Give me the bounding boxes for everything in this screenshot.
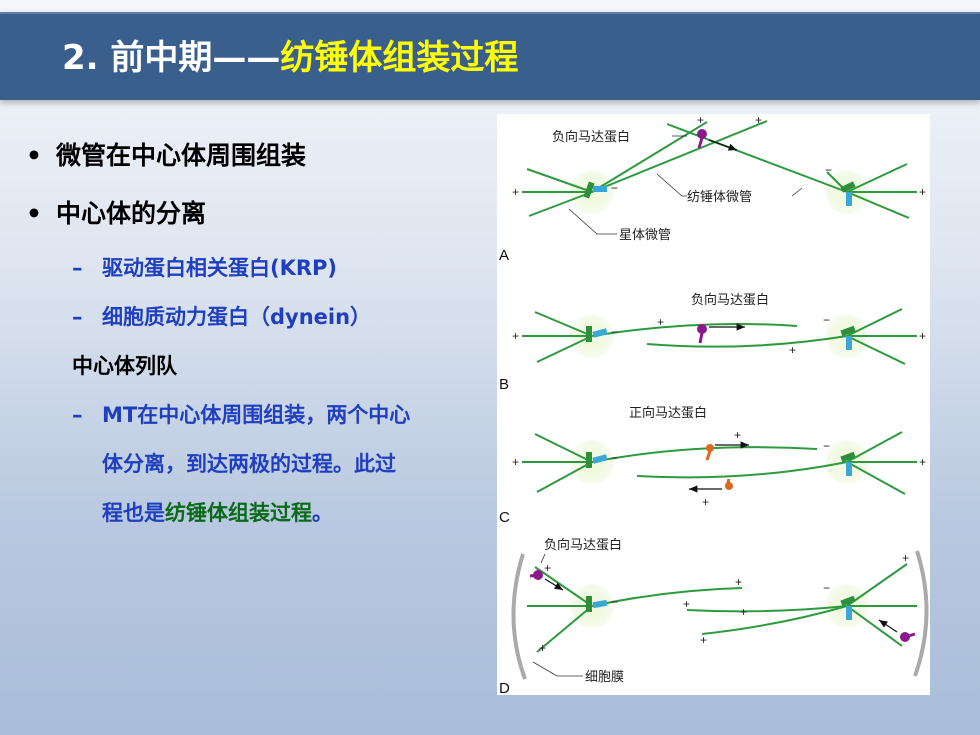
svg-text:+: + [512, 185, 519, 199]
sub-item-dynein: –细胞质动力蛋白（dynein） [72, 301, 371, 333]
spindle-assembly-figure: 负向马达蛋白 纺锤体微管 星体微管 + + + − − + A [497, 114, 930, 695]
svg-text:+: + [702, 495, 709, 509]
svg-text:+: + [683, 597, 690, 611]
dash-icon: – [72, 256, 83, 280]
minus-motor-protein-icon [697, 129, 707, 139]
svg-text:+: + [789, 343, 796, 357]
svg-text:−: − [823, 581, 830, 595]
cell-membrane-left [511, 553, 527, 680]
sub-text-krp: 驱动蛋白相关蛋白(KRP) [102, 256, 338, 280]
minus-motor-protein-icon [697, 324, 707, 334]
plain-text-centrosome-alignment: 中心体列队 [72, 354, 177, 378]
dash-icon: – [72, 305, 83, 329]
svg-text:+: + [734, 428, 741, 442]
cont2-prefix: 程也是 [102, 501, 165, 525]
microtubules-b [522, 308, 917, 365]
svg-text:−: − [611, 595, 618, 609]
dash-icon: – [72, 403, 83, 427]
sub-item-mt-assembly: –MT在中心体周围组装，两个中心 [72, 399, 410, 431]
svg-text:+: + [512, 329, 519, 343]
figure-svg: 负向马达蛋白 纺锤体微管 星体微管 + + + − − + A [499, 114, 929, 695]
plus-motor-protein-icon [706, 444, 714, 452]
sub-item-krp: –驱动蛋白相关蛋白(KRP) [72, 252, 337, 284]
slide-title: 2. 前中期——纺锤体组装过程 [62, 36, 518, 80]
svg-text:+: + [740, 605, 747, 619]
svg-text:+: + [539, 641, 546, 655]
panel-d: 负向马达蛋白 细胞膜 + + + + + + − − + D [499, 537, 929, 695]
svg-text:+: + [919, 329, 926, 343]
svg-text:−: − [611, 181, 618, 195]
svg-text:−: − [823, 313, 830, 327]
svg-text:−: − [823, 439, 830, 453]
bullet-text-1: 微管在中心体周围组装 [56, 141, 307, 170]
sub-text-mt-assembly: MT在中心体周围组装，两个中心 [102, 403, 411, 427]
panel-letter-a: A [499, 247, 509, 264]
svg-text:+: + [697, 114, 704, 127]
label-c-plus-motor: 正向马达蛋白 [629, 405, 707, 421]
label-a-minus-motor: 负向马达蛋白 [552, 129, 630, 145]
svg-text:+: + [512, 455, 519, 469]
label-a-astral-mt: 星体微管 [619, 228, 671, 243]
svg-text:+: + [919, 455, 926, 469]
cell-membrane-right [913, 550, 929, 677]
cont2-green: 纺锤体组装过程 [165, 501, 312, 525]
continuation-line-1: 体分离，到达两极的过程。此过 [102, 452, 396, 476]
label-a-spindle-mt: 纺锤体微管 [687, 190, 752, 205]
bullet-dot-icon: • [26, 199, 42, 228]
panel-b: 负向马达蛋白 + + + − − + B [499, 292, 926, 393]
svg-text:+: + [657, 315, 664, 329]
microtubules-a [522, 120, 917, 219]
title-highlight: 纺锤体组装过程 [280, 38, 519, 78]
svg-text:+: + [919, 185, 926, 199]
bullet-text-2: 中心体的分离 [56, 199, 207, 228]
bullet-item-2: • 中心体的分离 [26, 196, 206, 232]
svg-text:+: + [700, 633, 707, 647]
microtubules-d [527, 563, 917, 653]
panel-c: 正向马达蛋白 + + + − − + C [499, 405, 926, 526]
svg-text:−: − [825, 163, 832, 177]
title-number: 2. 前中期—— [62, 38, 281, 78]
panel-letter-b: B [499, 376, 509, 393]
continuation-line-2: 程也是纺锤体组装过程。 [102, 497, 333, 529]
bullet-dot-icon: • [26, 141, 42, 170]
panel-letter-c: C [499, 509, 510, 526]
label-b-minus-motor: 负向马达蛋白 [691, 292, 769, 308]
microtubules-c [522, 431, 917, 495]
bullet-item-1: • 微管在中心体周围组装 [26, 138, 306, 174]
title-bar: 2. 前中期——纺锤体组装过程 [0, 12, 980, 100]
svg-text:−: − [611, 325, 618, 339]
svg-text:+: + [735, 575, 742, 589]
sub-text-dynein: 细胞质动力蛋白（dynein） [102, 305, 372, 329]
panel-letter-d: D [499, 680, 510, 695]
label-d-membrane: 细胞膜 [585, 670, 624, 685]
svg-text:+: + [755, 114, 762, 127]
svg-text:−: − [611, 451, 618, 465]
svg-text:+: + [902, 551, 909, 565]
cont2-suffix: 。 [312, 501, 333, 525]
panel-a: 负向马达蛋白 纺锤体微管 星体微管 + + + − − + A [499, 114, 926, 264]
label-d-minus-motor: 负向马达蛋白 [544, 537, 622, 553]
svg-text:+: + [544, 561, 551, 575]
